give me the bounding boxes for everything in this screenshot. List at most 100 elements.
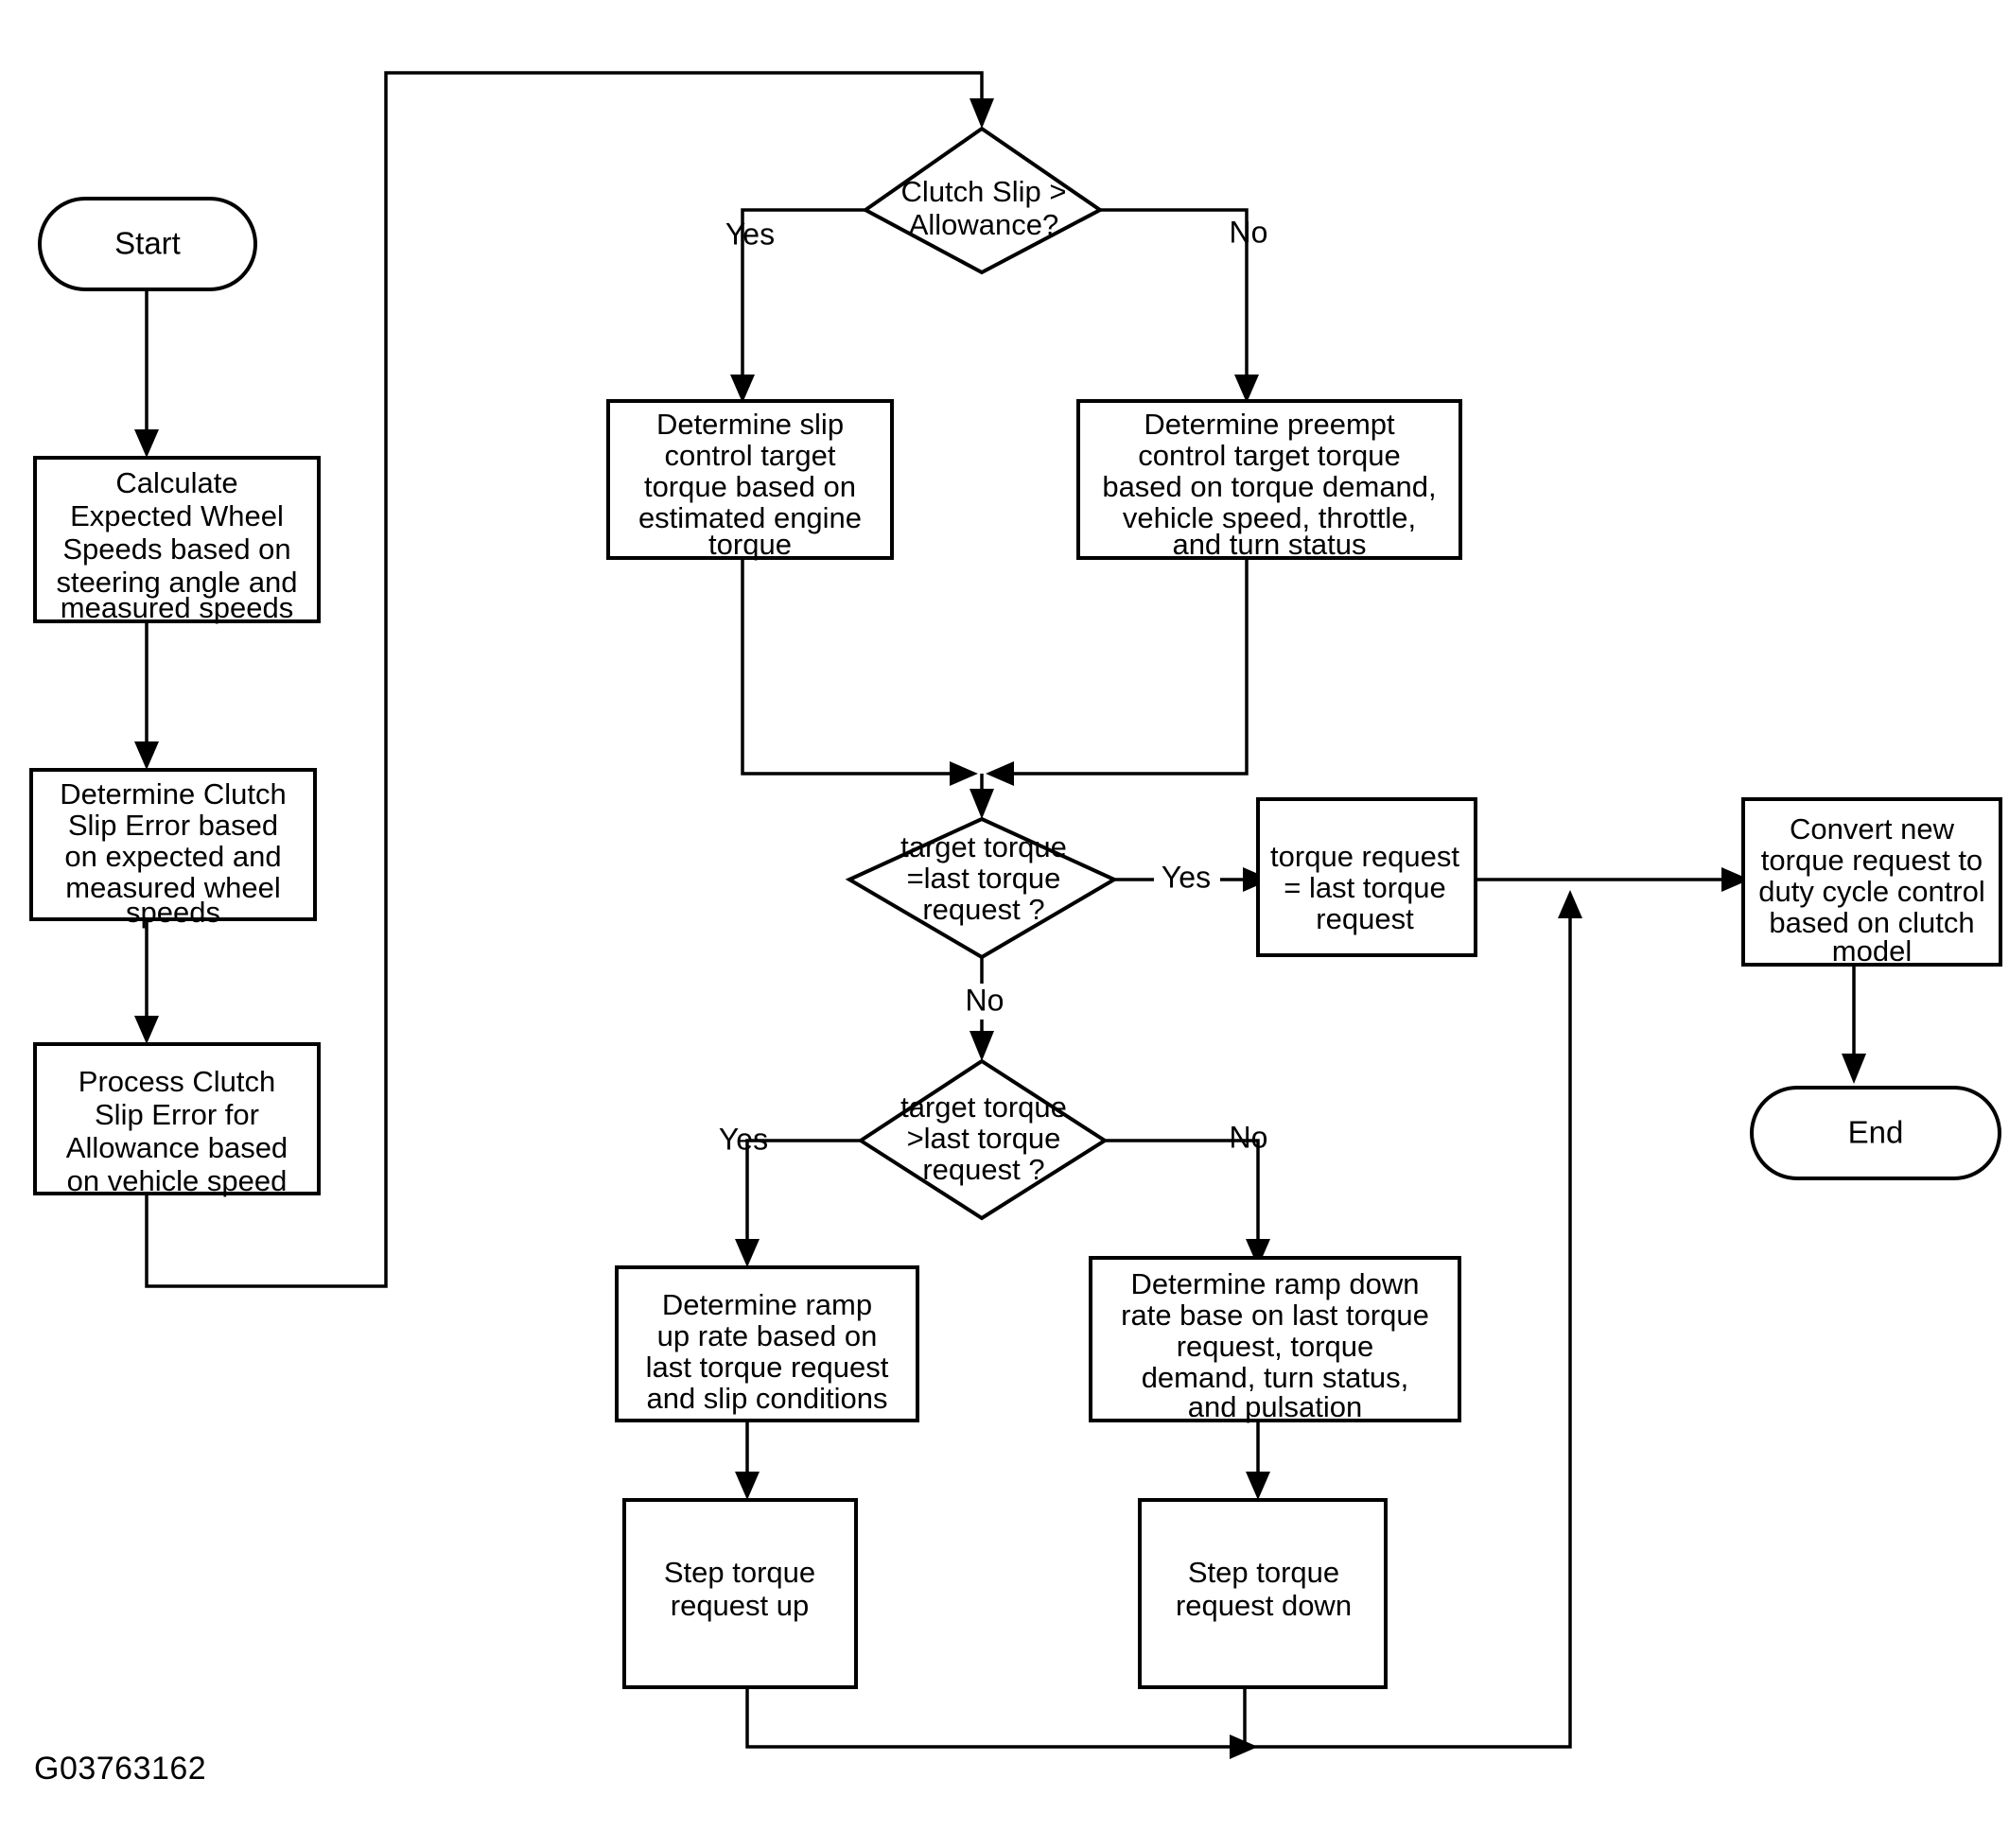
arrowhead-trislast-to-convert	[1721, 867, 1750, 892]
edge-label-greater-yes: Yes	[719, 1122, 768, 1156]
node-convert-line5: model	[1832, 934, 1912, 968]
node-stepdown-line1: Step torque	[1188, 1556, 1339, 1589]
node-rampdown-line5: and pulsation	[1188, 1390, 1362, 1423]
edge-slipctrl-to-merge	[741, 558, 965, 776]
node-slipctrl-line3: torque based on	[644, 470, 856, 503]
node-trislast-line3: request	[1316, 902, 1414, 935]
edge-label-greater-no: No	[1230, 1120, 1268, 1154]
node-convert-line4: based on clutch	[1769, 906, 1974, 939]
edge-preempt-to-merge	[999, 558, 1249, 776]
node-decgreater-line2: >last torque	[907, 1122, 1061, 1155]
node-convert-line3: duty cycle control	[1758, 875, 1985, 908]
arrowhead-decslip-yes	[730, 375, 755, 403]
node-step-torque-request-down[interactable]: Step torque request down	[1138, 1498, 1388, 1689]
node-decgreater-line1: target torque	[900, 1090, 1067, 1124]
node-slipctrl-line2: control target	[665, 439, 836, 472]
node-decslip-line2: Allowance?	[909, 208, 1059, 241]
node-end[interactable]: End	[1750, 1086, 2001, 1180]
node-calc-line4: steering angle and	[56, 566, 297, 599]
edge-label-equal-yes: Yes	[1162, 860, 1211, 894]
arrowhead-clutcherr-to-processerr	[134, 1016, 159, 1044]
node-rampdown-line4: demand, turn status,	[1142, 1361, 1409, 1394]
arrowhead-decgreater-yes	[735, 1239, 760, 1267]
edge-label-slip-yes: Yes	[725, 217, 775, 251]
arrowhead-calc-to-clutcherr	[134, 741, 159, 770]
node-convert-line2: torque request to	[1761, 844, 1983, 877]
figure-id-label: G03763162	[34, 1751, 206, 1787]
node-determine-clutch-slip-error[interactable]: Determine Clutch Slip Error based on exp…	[29, 768, 317, 929]
node-convert-new-torque-request[interactable]: Convert new torque request to duty cycle…	[1741, 797, 2002, 968]
node-calc-line5: measured speeds	[61, 591, 293, 624]
arrowhead-decgreater-no	[1246, 1239, 1270, 1267]
node-clutcherr-line4: measured wheel	[65, 871, 280, 904]
edge-decslip-no-to-preempt	[1100, 208, 1249, 390]
node-determine-slip-control-target-torque[interactable]: Determine slip control target torque bas…	[606, 399, 894, 561]
arrowhead-start-to-calc	[134, 429, 159, 458]
node-preempt-line1: Determine preempt	[1144, 408, 1395, 441]
node-preempt-line5: and turn status	[1172, 528, 1366, 561]
node-decision-target-greater-last[interactable]: target torque >last torque request ?	[857, 1058, 1109, 1221]
node-rampdown-line2: rate base on last torque	[1121, 1299, 1429, 1332]
node-decslip-line1: Clutch Slip >	[901, 175, 1067, 208]
node-preempt-line2: control target torque	[1138, 439, 1400, 472]
node-slipctrl-line4: estimated engine	[638, 501, 862, 534]
edge-label-equal-no: No	[966, 983, 1004, 1017]
node-clutcherr-line5: speeds	[126, 896, 220, 929]
node-calc-line1: Calculate	[115, 466, 237, 499]
node-torque-request-equals-last[interactable]: torque request = last torque request	[1256, 797, 1477, 957]
node-rampdown-line3: request, torque	[1177, 1330, 1374, 1363]
node-decision-target-equals-last[interactable]: target torque =last torque request ?	[845, 816, 1119, 960]
node-rampup-line4: and slip conditions	[646, 1382, 887, 1415]
node-step-torque-request-up[interactable]: Step torque request up	[622, 1498, 858, 1689]
node-rampup-line3: last torque request	[646, 1351, 889, 1384]
arrowhead-rail-into-convert-trunk	[1558, 890, 1582, 918]
node-processerr-line3: Allowance based	[66, 1131, 288, 1164]
node-stepup-line2: request up	[671, 1589, 810, 1622]
edge-labels: Yes No Yes No Yes No	[719, 215, 1268, 1156]
node-stepup-line1: Step torque	[664, 1556, 815, 1589]
node-trislast-line1: torque request	[1270, 840, 1459, 873]
node-determine-ramp-up-rate[interactable]: Determine ramp up rate based on last tor…	[615, 1265, 919, 1422]
node-rampup-line2: up rate based on	[657, 1319, 878, 1352]
node-decequal-line1: target torque	[900, 830, 1067, 863]
edge-stepup-to-rail	[745, 903, 1572, 1749]
arrowhead-decslip-no	[1234, 375, 1259, 403]
arrowhead-rampdown-to-stepdown	[1246, 1472, 1270, 1500]
node-start[interactable]: Start	[38, 197, 257, 291]
node-calc-line2: Expected Wheel	[70, 499, 284, 532]
edge-decgreater-no-to-rampdown	[1105, 1139, 1260, 1253]
connectors	[134, 71, 1866, 1759]
node-end-label: End	[1848, 1115, 1904, 1150]
node-slipctrl-line5: torque	[708, 528, 792, 561]
edge-processerr-to-decslip	[145, 71, 984, 1288]
node-processerr-line1: Process Clutch	[79, 1065, 275, 1098]
node-determine-ramp-down-rate[interactable]: Determine ramp down rate base on last to…	[1089, 1256, 1461, 1423]
node-decgreater-line3: request ?	[922, 1153, 1044, 1186]
node-clutcherr-line2: Slip Error based	[68, 809, 278, 842]
node-decequal-line2: =last torque	[907, 862, 1061, 895]
node-rampup-line1: Determine ramp	[662, 1288, 872, 1321]
node-determine-preempt-control-target-torque[interactable]: Determine preempt control target torque …	[1076, 399, 1462, 561]
edge-decgreater-yes-to-rampup	[745, 1139, 861, 1253]
arrowhead-decequal-no	[970, 1031, 994, 1061]
node-preempt-line3: based on torque demand,	[1102, 470, 1436, 503]
node-clutcherr-line3: on expected and	[64, 840, 281, 873]
edge-label-slip-no: No	[1230, 215, 1268, 249]
node-slipctrl-line1: Determine slip	[656, 408, 844, 441]
node-calc-line3: Speeds based on	[62, 532, 290, 566]
arrowhead-stepdown-rail-join	[1230, 1735, 1258, 1759]
node-decision-clutch-slip-allowance[interactable]: Clutch Slip > Allowance?	[862, 126, 1104, 275]
node-decequal-line3: request ?	[922, 893, 1044, 926]
node-process-clutch-slip-error[interactable]: Process Clutch Slip Error for Allowance …	[33, 1042, 321, 1197]
arrowhead-processerr-to-decslip	[970, 98, 994, 129]
arrowhead-convert-to-end	[1842, 1054, 1866, 1084]
node-processerr-line4: on vehicle speed	[67, 1164, 288, 1197]
node-convert-line1: Convert new	[1790, 812, 1955, 846]
node-stepdown-line2: request down	[1176, 1589, 1352, 1622]
node-preempt-line4: vehicle speed, throttle,	[1123, 501, 1416, 534]
node-start-label: Start	[114, 226, 181, 261]
node-calculate-expected-wheel-speeds[interactable]: Calculate Expected Wheel Speeds based on…	[33, 456, 321, 624]
edge-decslip-yes-to-slipctrl	[741, 208, 865, 390]
